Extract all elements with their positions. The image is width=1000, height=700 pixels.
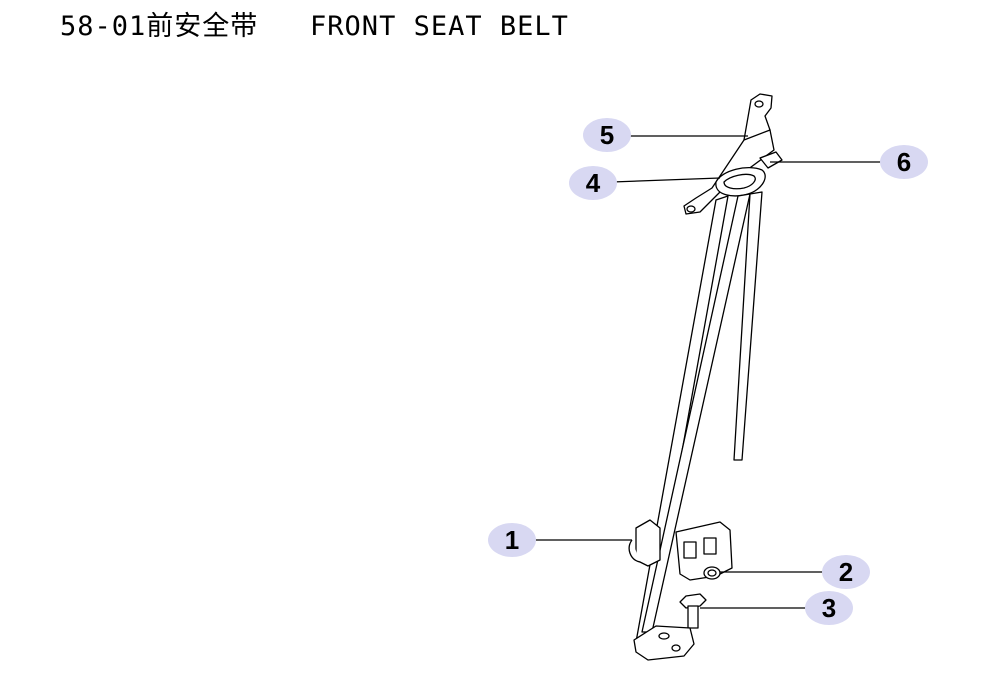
callout-label: 6 (897, 147, 911, 177)
callout-label: 5 (600, 120, 614, 150)
callout-1: 1 (488, 523, 536, 557)
callouts: 1 2 3 4 5 6 (488, 118, 928, 625)
callout-bubble (569, 166, 617, 200)
callout-bubble (488, 523, 536, 557)
callout-2: 2 (822, 555, 870, 589)
callout-3: 3 (805, 591, 853, 625)
leader-lines (530, 135, 882, 609)
callout-4: 4 (569, 166, 617, 200)
callout-label: 1 (505, 525, 519, 555)
callout-label: 4 (586, 168, 601, 198)
leader-line-4 (611, 177, 721, 183)
callout-label: 3 (822, 593, 836, 623)
callout-5: 5 (583, 118, 631, 152)
callout-label: 2 (839, 557, 853, 587)
seat-belt-drawing (628, 93, 783, 661)
callout-bubble (583, 118, 631, 152)
callout-bubble (805, 591, 853, 625)
page-title: 58-01前安全带 FRONT SEAT BELT (60, 11, 569, 42)
callout-bubble (880, 145, 928, 179)
callout-6: 6 (880, 145, 928, 179)
callout-bubble (822, 555, 870, 589)
